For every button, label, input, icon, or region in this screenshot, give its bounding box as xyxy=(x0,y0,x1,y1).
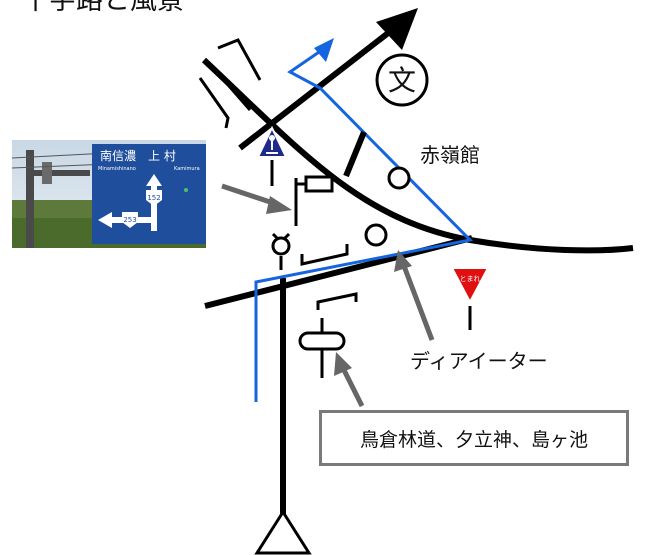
road-northeast xyxy=(238,27,394,151)
road-arrow-northeast xyxy=(376,8,418,50)
bracket-mark-2 xyxy=(316,292,358,310)
sign-romaji-right: Kamimura xyxy=(174,166,200,172)
route-line xyxy=(254,48,474,402)
landmark-symbol xyxy=(271,236,291,256)
stop-sign-label: とまれ xyxy=(460,275,481,283)
bridge-mark-1 xyxy=(217,38,262,81)
route-arrow xyxy=(314,38,334,62)
hotel-label: 赤嶺館 xyxy=(420,143,480,167)
route-253-label: 253 xyxy=(123,216,136,224)
map-title: 十字路と風景 xyxy=(22,0,184,16)
bridge-mark-2 xyxy=(198,77,230,129)
route-152-label: 152 xyxy=(147,194,160,202)
pointer-arrow-deater xyxy=(401,265,435,341)
bridge-mark-3 xyxy=(206,61,252,111)
d-eater-label: ディアイーター xyxy=(410,349,548,373)
barrier-mark xyxy=(343,130,367,178)
hotel-marker xyxy=(387,166,411,190)
pointer-arrow-destinations xyxy=(341,368,365,408)
stop-sign xyxy=(450,267,490,305)
school-symbol-label: 文 xyxy=(388,64,416,97)
destinations-label: 鳥倉林道、夕立神、島ヶ池 xyxy=(359,428,588,451)
pointer-arrow-photo xyxy=(221,183,277,207)
road-curve-east xyxy=(201,57,634,254)
road-sign-photo: 南信濃 上 村 Minamishinano Kamimura 152 253 xyxy=(12,140,206,248)
route-152-shield xyxy=(146,190,162,206)
building-marker xyxy=(364,223,388,247)
sign-romaji-left: Minamishinano xyxy=(98,166,136,172)
route-253-shield xyxy=(122,212,138,228)
sign-north-text: 南信濃 上 村 xyxy=(100,148,176,163)
school-symbol xyxy=(375,53,429,107)
start-triangle xyxy=(254,509,312,555)
destination-signpost xyxy=(298,331,346,351)
bracket-mark-1 xyxy=(300,244,349,266)
signpost-board xyxy=(304,175,334,193)
destinations-box: 鳥倉林道、夕立神、島ヶ池 xyxy=(319,410,629,466)
